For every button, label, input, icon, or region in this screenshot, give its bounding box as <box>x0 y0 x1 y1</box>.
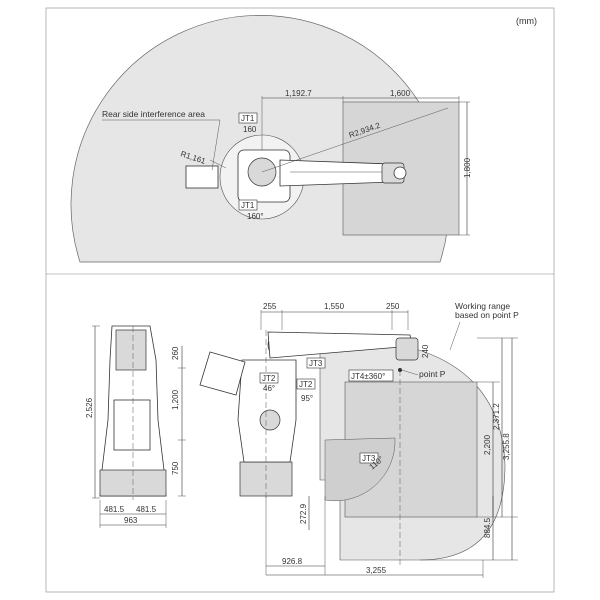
dim-1192: 1,192.7 <box>285 89 312 98</box>
jt2-left-box <box>259 372 279 384</box>
dim-963: 963 <box>124 516 138 525</box>
angle-46: 46° <box>263 384 275 393</box>
jt4-box <box>348 369 394 382</box>
dim-255: 255 <box>263 302 277 311</box>
jt1-top-label: JT1 <box>241 114 255 123</box>
jt2-left-label: JT2 <box>262 374 276 383</box>
top-view: 1,192.7 1,600 1,800 R2,934.2 R1,161 Rear… <box>70 15 472 263</box>
dim-750: 750 <box>171 461 180 475</box>
front-mid-block <box>113 399 151 451</box>
wrist-circle <box>393 166 407 180</box>
dim-3255v: 3,255.8 <box>502 433 511 460</box>
dim-272: 272.9 <box>299 503 308 524</box>
rear-counterweight <box>185 165 219 189</box>
working-range-leader <box>449 321 461 351</box>
robot-arm-top <box>279 159 393 187</box>
working-range-label-1: Working range <box>455 301 510 311</box>
dim-260: 260 <box>171 346 180 360</box>
jt1-bottom-label: JT1 <box>241 201 255 210</box>
jt2-right-box <box>296 378 316 390</box>
dim-884: 884.5 <box>483 517 492 538</box>
dim-2200: 2,200 <box>483 434 492 455</box>
dim-1200: 1,200 <box>171 389 180 410</box>
jt2-right-label: JT2 <box>299 380 313 389</box>
angle-160-bottom: 160° <box>247 212 264 221</box>
jt1-top-box <box>238 112 258 124</box>
side-rear-arm <box>199 351 246 396</box>
dim-481-left: 481.5 <box>104 505 125 514</box>
point-p-label: point P <box>419 369 446 379</box>
outer-frame <box>45 7 555 593</box>
working-range-label-2: based on point P <box>455 310 519 320</box>
radius-line <box>261 107 449 173</box>
jt3-upper-box <box>306 357 326 369</box>
jt1-bottom-box <box>238 199 258 211</box>
rear-radius-line <box>209 159 227 169</box>
side-joint-lower <box>259 409 281 431</box>
side-wrist <box>395 337 419 361</box>
dim-3255h: 3,255 <box>366 566 387 575</box>
side-view: 255 1,550 250 260 1,200 750 Working rang… <box>171 301 519 578</box>
dim-1550: 1,550 <box>324 302 345 311</box>
dim-250: 250 <box>386 302 400 311</box>
dim-481-right: 481.5 <box>136 505 157 514</box>
dim-926: 926.8 <box>282 557 303 566</box>
dim-2371: 2,371.2 <box>492 403 501 430</box>
rear-label-leader <box>211 119 221 171</box>
dim-2526: 2,526 <box>85 397 94 418</box>
rear-interference-label: Rear side interference area <box>102 109 205 119</box>
unit-label: (mm) <box>516 16 537 26</box>
front-upper-block <box>115 329 147 371</box>
dim-1800: 1,800 <box>463 157 472 178</box>
point-p-marker <box>398 368 402 372</box>
jt4-label: JT4±360° <box>351 372 385 381</box>
jt3-lower-box <box>359 452 379 464</box>
dim-1600: 1,600 <box>390 89 411 98</box>
front-view: 2,526 481.5 481.5 963 <box>85 325 167 528</box>
jt3-lower-label: JT3 <box>362 454 376 463</box>
angle-95: 95° <box>301 394 313 403</box>
jt3-upper-label: JT3 <box>309 359 323 368</box>
dim-240: 240 <box>421 344 430 358</box>
point-p-leader <box>401 369 419 376</box>
angle-160-top: 160 <box>243 125 257 134</box>
